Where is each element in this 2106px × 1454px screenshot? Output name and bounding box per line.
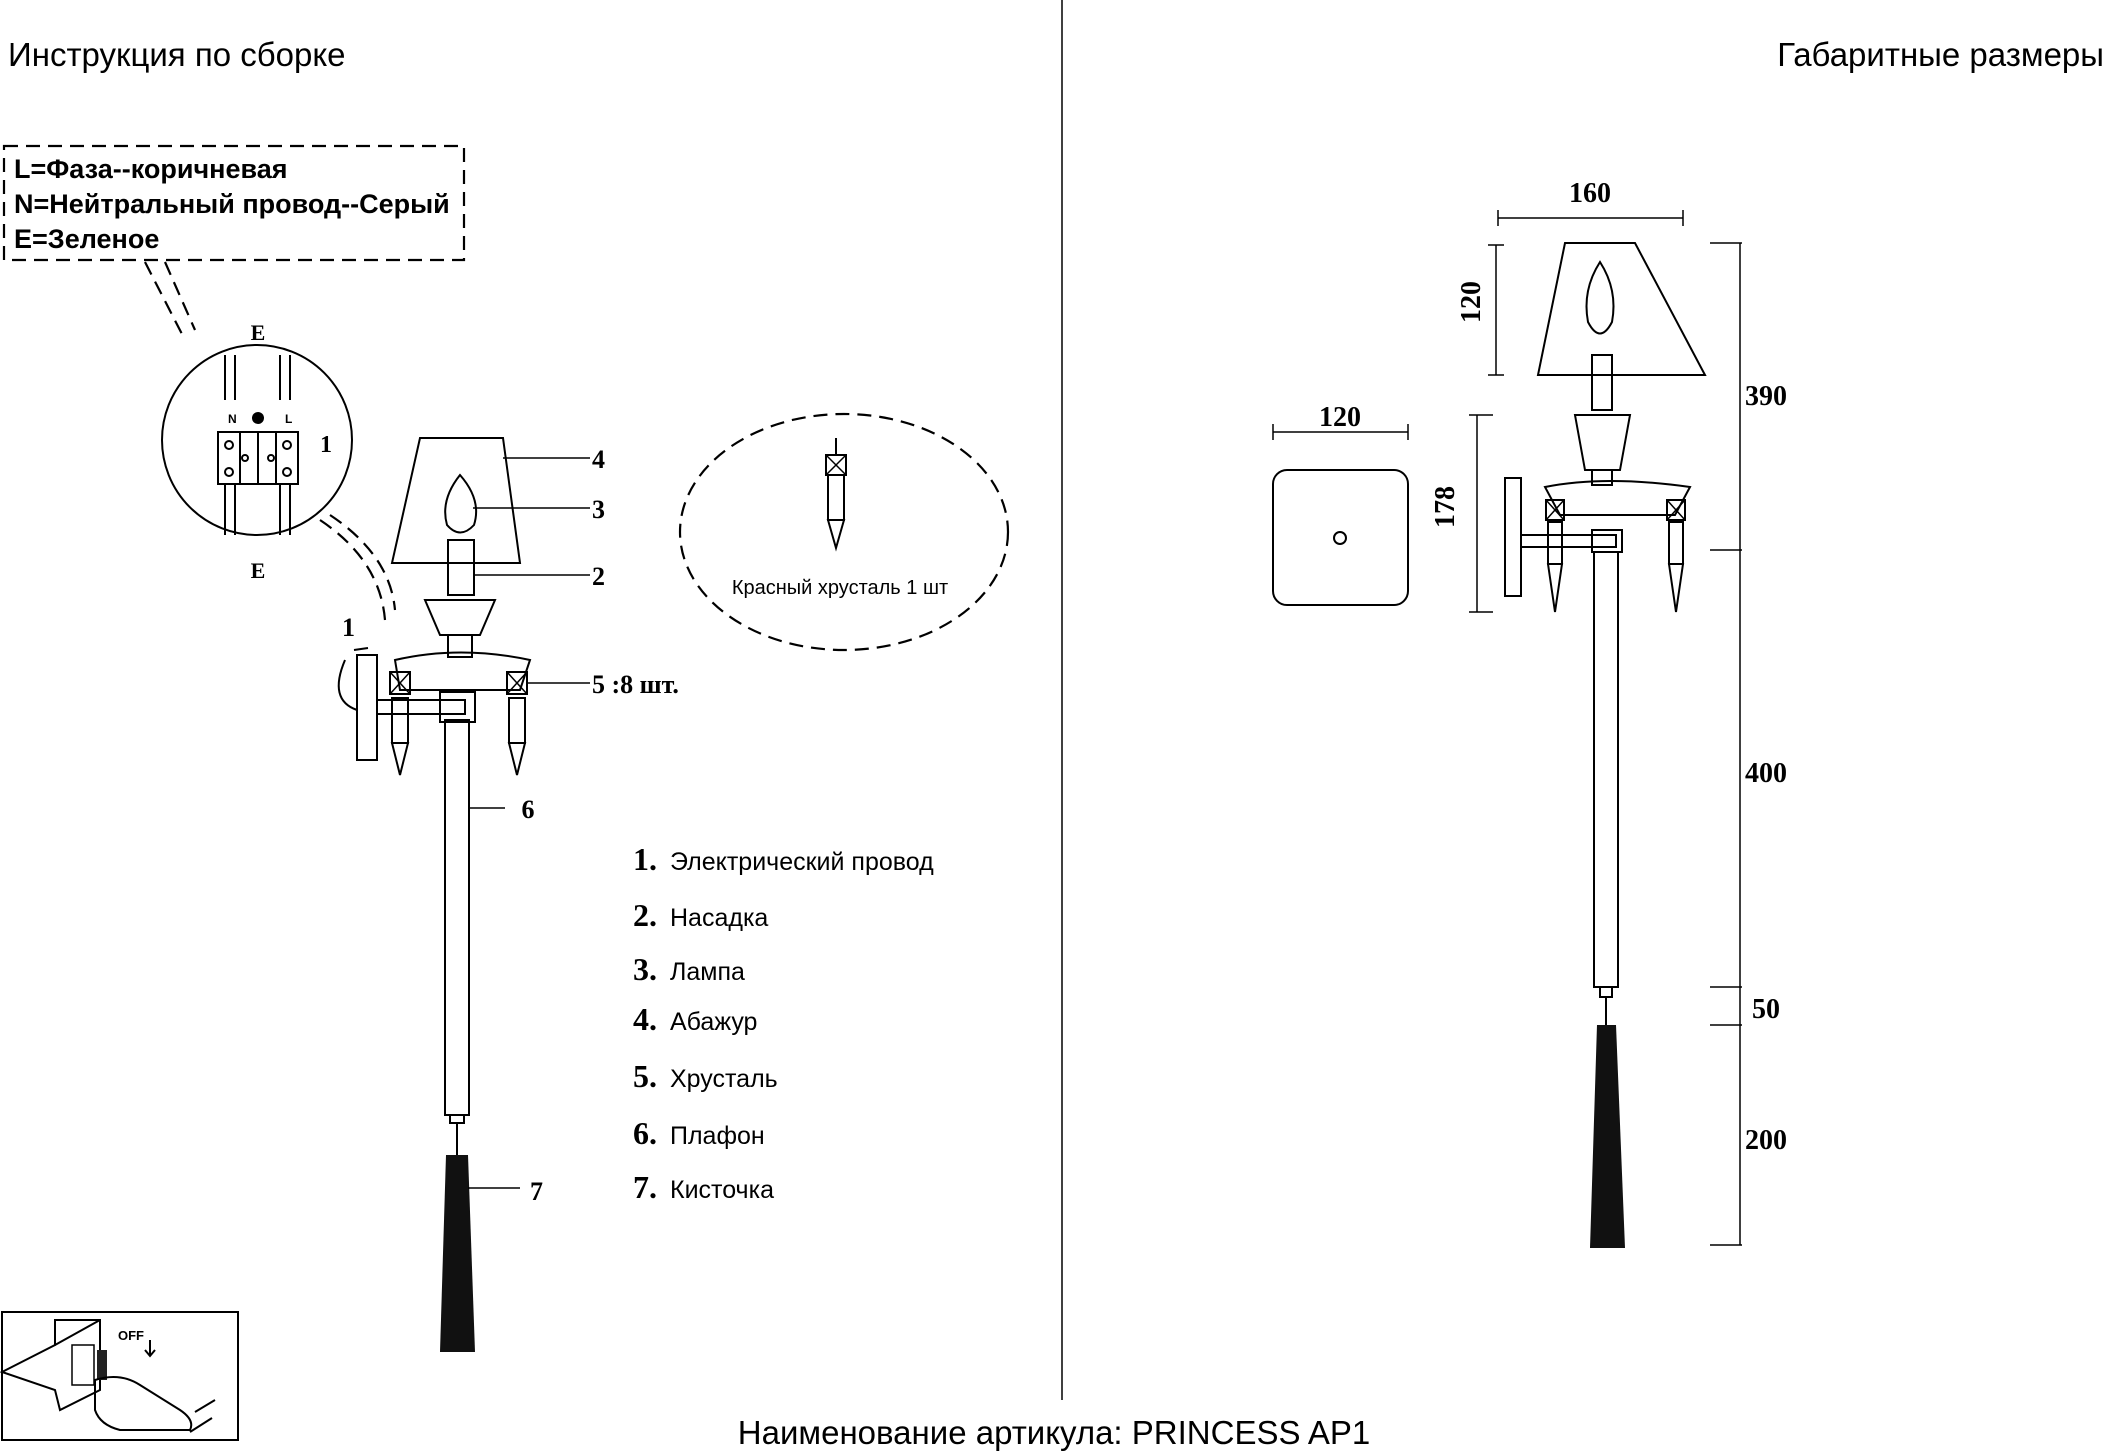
- dim-plate-height: 178: [1430, 486, 1461, 528]
- part-num-1: 1.: [633, 841, 657, 877]
- dim-upper-height: 390: [1745, 381, 1787, 412]
- parts-list: 1. Электрический провод 2. Насадка 3. Ла…: [633, 841, 934, 1205]
- terminal-l-label: L: [285, 412, 292, 426]
- legend-line-earth: E=Зеленое: [14, 224, 159, 254]
- part-num-5: 5.: [633, 1058, 657, 1094]
- power-off-warning: OFF: [0, 1311, 239, 1441]
- part-num-3: 3.: [633, 951, 657, 987]
- dim-connector: 50: [1752, 994, 1780, 1025]
- part-name-1: Электрический провод: [670, 848, 934, 876]
- wall-plate-front: [1272, 469, 1409, 606]
- terminal-n-label: N: [228, 412, 237, 426]
- article-name: Наименование артикула: PRINCESS AP1: [738, 1414, 1370, 1451]
- dimension-drawing: 160 120 178: [1272, 178, 1787, 1248]
- part-name-2: Насадка: [670, 904, 768, 932]
- dim-plate-width: 120: [1319, 402, 1361, 433]
- dim-tassel: 200: [1745, 1125, 1787, 1156]
- dim-shade-width: 160: [1569, 178, 1611, 209]
- terminal-block-detail: E E 1 N L: [161, 320, 397, 621]
- assembly-title: Инструкция по сборке: [8, 36, 346, 73]
- terminal-callout: 1: [320, 432, 332, 458]
- part-num-2: 2.: [633, 897, 657, 933]
- callout-6: 6: [522, 795, 535, 824]
- legend-line-neutral: N=Нейтральный провод--Серый: [14, 189, 450, 219]
- callout-2: 2: [592, 562, 605, 591]
- callout-5: 5 :8 шт.: [592, 670, 679, 699]
- extra-crystal-detail: Красный хрусталь 1 шт: [678, 412, 1010, 652]
- dim-rod-length: 400: [1745, 758, 1787, 789]
- part-name-4: Абажур: [670, 1008, 757, 1036]
- part-num-4: 4.: [633, 1001, 657, 1037]
- part-name-6: Плафон: [670, 1122, 765, 1150]
- part-name-5: Хрусталь: [670, 1065, 778, 1093]
- part-name-3: Лампа: [670, 958, 745, 986]
- callout-7: 7: [530, 1177, 543, 1206]
- dim-shade-height: 120: [1456, 281, 1487, 323]
- part-name-7: Кисточка: [670, 1176, 774, 1204]
- part-num-6: 6.: [633, 1115, 657, 1151]
- wiring-legend: L=Фаза--коричневая N=Нейтральный провод-…: [2, 144, 466, 341]
- extra-crystal-label: Красный хрусталь 1 шт: [732, 577, 948, 599]
- callout-4: 4: [592, 445, 605, 474]
- legend-line-phase: L=Фаза--коричневая: [14, 154, 287, 184]
- off-label: OFF: [118, 1328, 144, 1343]
- terminal-top-earth-label: E: [251, 320, 266, 345]
- callout-3: 3: [592, 495, 605, 524]
- dimensions-title: Габаритные размеры: [1777, 36, 2104, 73]
- terminal-bottom-earth-label: E: [251, 558, 266, 583]
- part-num-7: 7.: [633, 1169, 657, 1205]
- callout-1: 1: [342, 613, 355, 642]
- lamp-assembly-drawing: 1 4 3 2 5 :8 шт.: [337, 437, 679, 1352]
